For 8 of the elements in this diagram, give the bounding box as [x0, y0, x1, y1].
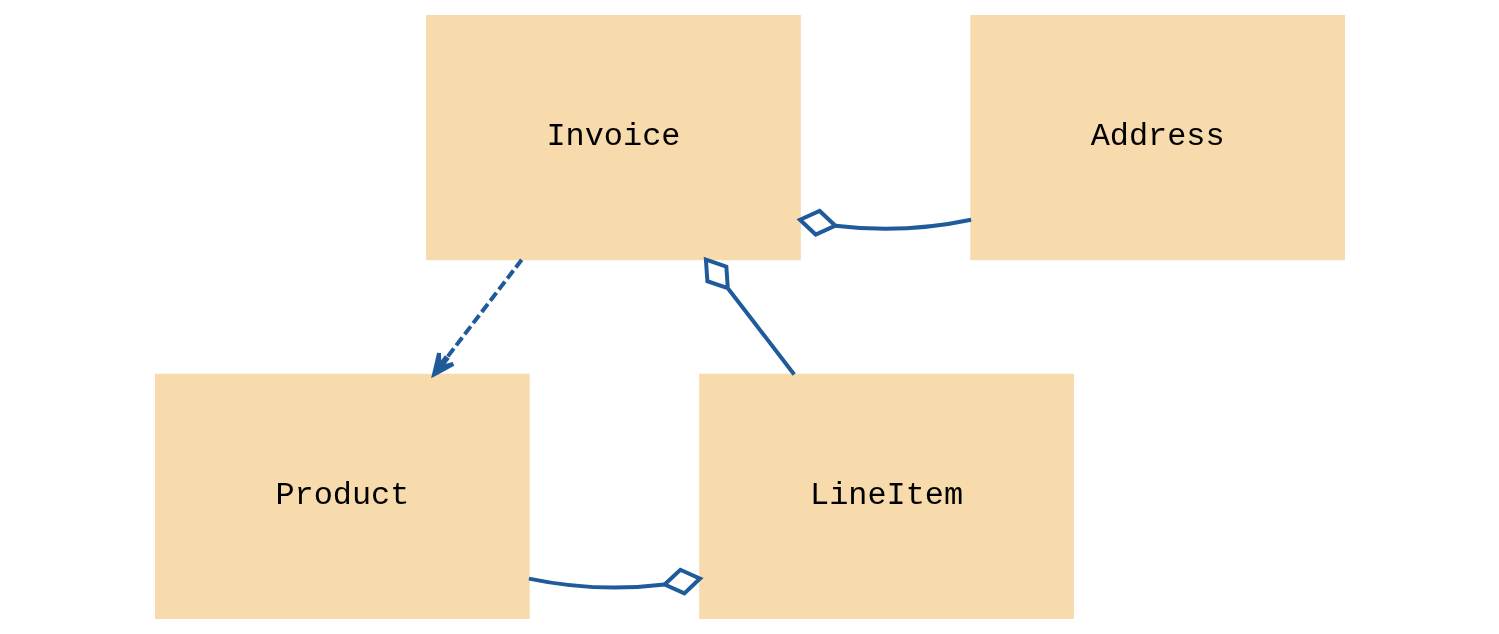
- node-box: LineItem: [698, 373, 1074, 619]
- connector: [528, 567, 704, 596]
- node-box: Invoice: [425, 15, 801, 261]
- arrow: [431, 258, 523, 377]
- node-box: Address: [969, 15, 1345, 261]
- connector: [703, 256, 796, 376]
- node-box: Product: [154, 373, 530, 619]
- connector: [795, 208, 971, 237]
